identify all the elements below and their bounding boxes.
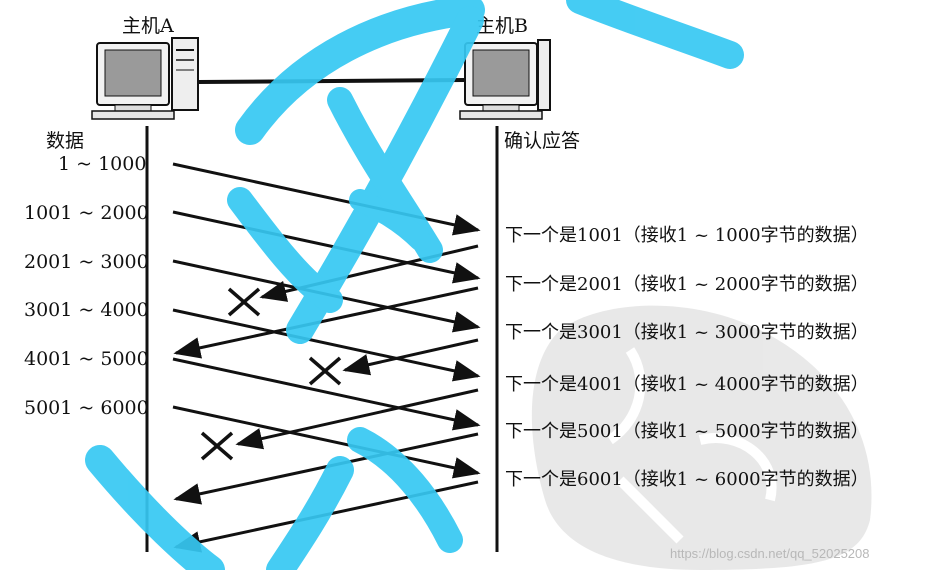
data-arrow (173, 164, 478, 230)
segment-label: 3001 ~ 4000 (24, 299, 149, 321)
ack-label: 下一个是3001（接收1 ~ 3000字节的数据） (505, 322, 869, 343)
sender-data-heading: 数据 (46, 130, 84, 152)
segment-label: 4001 ~ 5000 (24, 348, 149, 370)
lost-ack-x-icon (229, 289, 259, 315)
data-arrows (173, 164, 478, 473)
ack-label: 下一个是6001（接收1 ~ 6000字节的数据） (505, 469, 869, 490)
host-b-computer-icon (460, 40, 550, 119)
data-arrow (173, 407, 478, 473)
overlay-stroke (280, 470, 340, 570)
receiver-ack-heading: 确认应答 (504, 130, 580, 152)
ack-label: 下一个是5001（接收1 ~ 5000字节的数据） (505, 421, 869, 442)
overlay-stroke (100, 460, 210, 570)
segment-label: 5001 ~ 6000 (24, 397, 149, 419)
overlay-stroke (580, 0, 730, 55)
lost-ack-x-icon (202, 433, 232, 459)
ack-label: 下一个是2001（接收1 ~ 2000字节的数据） (505, 274, 869, 295)
segment-label: 1 ~ 1000 (58, 153, 146, 175)
site-watermark: https://blog.csdn.net/qq_52025208 (670, 546, 870, 561)
segment-label: 2001 ~ 3000 (24, 251, 149, 273)
ack-label: 下一个是1001（接收1 ~ 1000字节的数据） (505, 225, 869, 246)
ack-label: 下一个是4001（接收1 ~ 4000字节的数据） (505, 374, 869, 395)
segment-label: 1001 ~ 2000 (24, 202, 149, 224)
segment-labels: 1 ~ 1000 1001 ~ 2000 2001 ~ 3000 3001 ~ … (24, 153, 149, 419)
ack-arrow-lost (345, 340, 478, 370)
host-a-computer-icon (92, 38, 198, 119)
lost-ack-x-icon (310, 358, 340, 384)
host-a-label: 主机A (122, 15, 174, 37)
